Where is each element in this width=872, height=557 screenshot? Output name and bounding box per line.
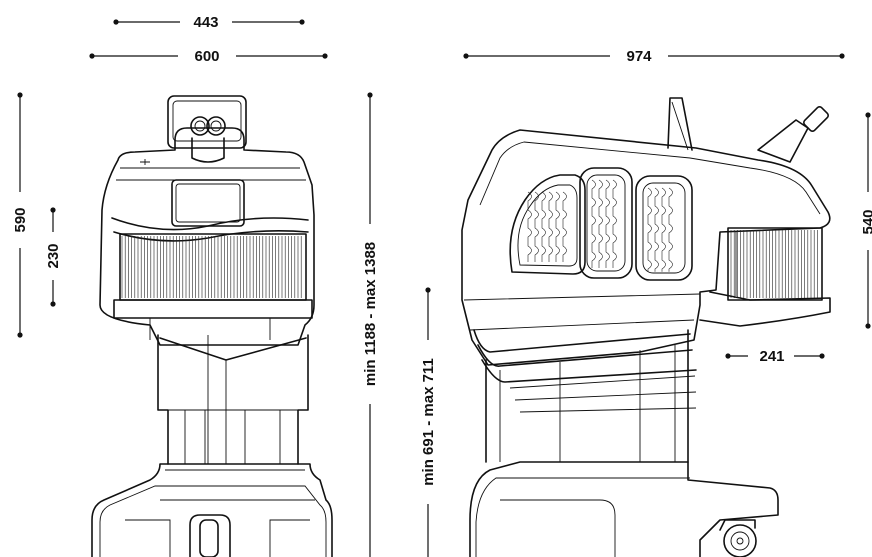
grille-pattern [555, 191, 560, 262]
side-grille-middle [579, 167, 633, 279]
grille-pattern [591, 179, 596, 268]
dim-443: 443 [193, 14, 218, 31]
side-body [461, 97, 831, 413]
grille-pattern [598, 179, 603, 268]
dim-974: 974 [626, 48, 652, 65]
grille-pattern [527, 191, 532, 262]
grille-pattern [654, 187, 659, 272]
dim-590: 590 [12, 207, 29, 232]
front-dims: 443 600 590 230 min 1188 - max 1388 [12, 14, 379, 557]
front-base [91, 463, 333, 557]
front-column [157, 334, 309, 465]
grille-pattern [661, 187, 666, 272]
dim-230: 230 [45, 243, 62, 268]
side-grille-right [635, 175, 693, 281]
front-body [99, 95, 315, 346]
side-grille-left [509, 174, 586, 275]
grille-pattern [534, 191, 539, 262]
side-column [485, 329, 689, 463]
grille-pattern [605, 179, 610, 268]
grille-pattern [548, 191, 553, 262]
dim-540: 540 [860, 209, 872, 234]
grille-pattern [562, 191, 567, 262]
front-view: 443 600 590 230 min 1188 - max 1388 [12, 14, 379, 557]
side-view: 974 540 241 min 691 - max 711 [420, 48, 872, 557]
side-dims: 974 540 241 min 691 - max 711 [420, 48, 872, 557]
side-louvre [727, 227, 823, 301]
grille-pattern [647, 187, 652, 272]
dim-241: 241 [759, 348, 784, 365]
grille-pattern [668, 187, 673, 272]
dim-600: 600 [194, 48, 219, 65]
side-base [469, 461, 779, 557]
front-louvre [119, 233, 307, 301]
dim-table-height: min 691 - max 711 [420, 358, 437, 486]
grille-pattern [541, 191, 546, 262]
grille-pattern [612, 179, 617, 268]
dim-column-height: min 1188 - max 1388 [362, 242, 379, 386]
